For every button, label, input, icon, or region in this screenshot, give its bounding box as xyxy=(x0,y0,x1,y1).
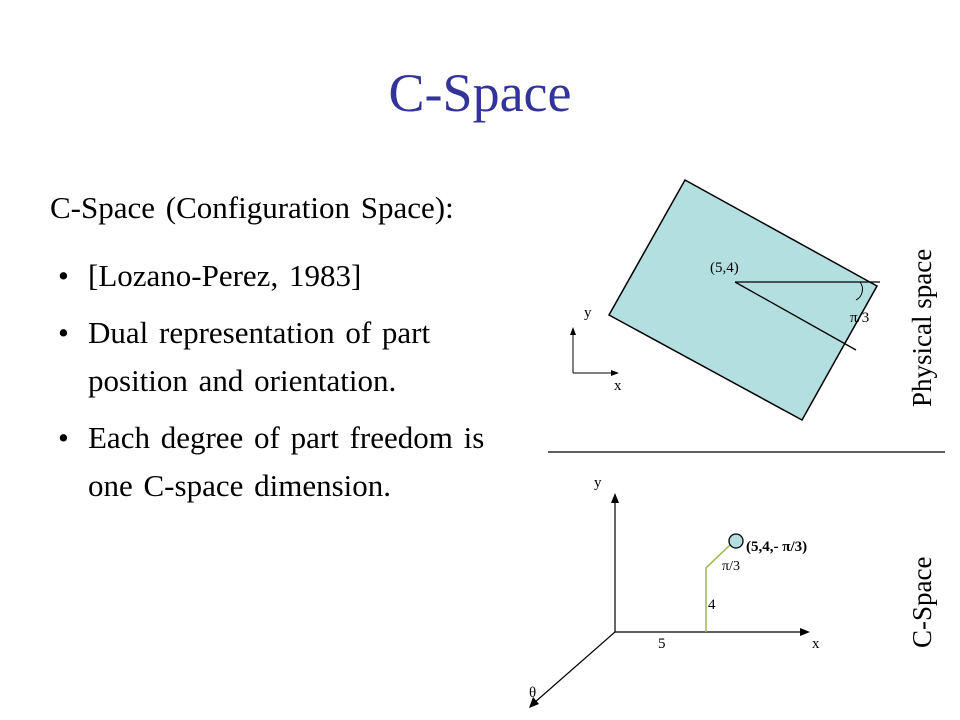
configuration-path xyxy=(705,543,732,632)
bullet-list: [Lozano-Perez, 1983] Dual representation… xyxy=(58,252,528,519)
angle-arc xyxy=(855,281,863,301)
physical-axes: y x xyxy=(570,305,622,394)
bullet-item: Each degree of part freedom is one C-spa… xyxy=(58,414,528,510)
cspace-y-label: y xyxy=(594,475,602,491)
angle-label: π/3 xyxy=(850,310,869,326)
y-axis-arrowhead xyxy=(570,327,576,335)
configuration-point-label: (5,4,- π/3) xyxy=(746,539,807,555)
cspace-axes: y x θ xyxy=(529,475,820,708)
cspace-x-label: x xyxy=(812,636,820,652)
y-value-label: 4 xyxy=(708,597,716,613)
cspace-x-arrowhead xyxy=(800,628,810,636)
slide-title: C-Space xyxy=(388,63,572,123)
physical-space-label: Physical space xyxy=(907,249,937,407)
slide-heading: C-Space (Configuration Space): xyxy=(50,190,454,225)
cspace-y-arrowhead xyxy=(611,493,619,503)
x-axis-arrowhead xyxy=(611,370,619,376)
configuration-point xyxy=(728,533,744,549)
bullet-item: Dual representation of part position and… xyxy=(58,309,528,405)
part-rectangle xyxy=(607,178,879,422)
orientation-line xyxy=(734,281,857,351)
x-axis-label: x xyxy=(614,378,622,394)
theta-value-label: π/3 xyxy=(722,559,740,574)
cspace-theta-arrowhead xyxy=(529,697,539,708)
bullet-item: [Lozano-Perez, 1983] xyxy=(58,252,528,300)
cspace-theta-label: θ xyxy=(529,685,536,701)
cspace-side-label: C-Space xyxy=(907,557,937,648)
cspace-theta-axis xyxy=(533,631,616,704)
y-axis-label: y xyxy=(584,305,592,321)
x-value-label: 5 xyxy=(658,636,666,652)
point-label: (5,4) xyxy=(710,260,739,276)
